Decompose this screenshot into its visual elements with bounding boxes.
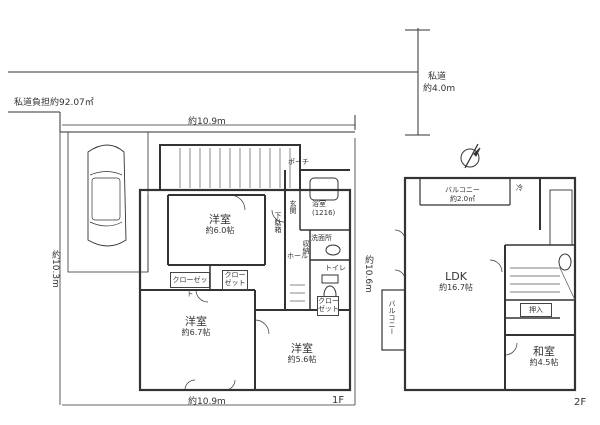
hall-label: ホール xyxy=(287,252,308,260)
room-western-3: 洋室 約5.6帖 xyxy=(278,342,326,365)
room-western-2: 洋室 約6.7帖 xyxy=(172,315,220,338)
balcony-label: バルコニー xyxy=(445,186,480,194)
bath-label: 浴室 xyxy=(312,200,326,208)
room-area: 約4.5帖 xyxy=(529,358,559,367)
porch-label: ポーチ xyxy=(288,158,309,166)
room-name: 洋室 xyxy=(291,342,313,355)
depth-right-dimension: 約10.6m xyxy=(363,255,373,293)
north-arrow-icon xyxy=(460,143,481,169)
balcony-side-label: バルコニー xyxy=(388,300,396,335)
closet-label: クローゼット xyxy=(170,272,210,298)
storage-label: 収納 xyxy=(302,240,310,254)
width-bottom-dimension: 約10.9m xyxy=(188,397,226,407)
fridge-label: 冷 xyxy=(516,184,523,192)
room-area: 約16.7帖 xyxy=(439,283,473,292)
balcony-area-label: 約2.0㎡ xyxy=(450,195,476,203)
bath-size-label: (1216) xyxy=(312,209,336,217)
wash-room-label: 洗面所 xyxy=(311,234,332,242)
floor-1-label: 1F xyxy=(332,395,345,406)
width-top-dimension: 約10.9m xyxy=(188,117,226,127)
room-area: 約5.6帖 xyxy=(287,355,317,364)
toilet-label: トイレ xyxy=(325,264,346,272)
room-area: 約6.0帖 xyxy=(205,226,235,235)
closet-oshiire-label: 押入 xyxy=(520,303,552,317)
depth-left-dimension: 約10.3m xyxy=(50,250,60,288)
room-name: 和室 xyxy=(533,345,555,358)
room-name: 洋室 xyxy=(209,213,231,226)
room-name: LDK xyxy=(445,270,467,283)
shared-road-label: 私道負担約92.07㎡ xyxy=(14,98,94,108)
room-ldk: LDK 約16.7帖 xyxy=(428,270,484,293)
private-road-label: 私道 xyxy=(428,72,447,82)
room-area: 約6.7帖 xyxy=(181,328,211,337)
room-western-1: 洋室 約6.0帖 xyxy=(198,213,242,236)
shoe-cabinet-label: 下駄箱 xyxy=(274,212,282,233)
closet-label: クロー ゼット xyxy=(222,270,248,290)
entrance-label: 玄関 xyxy=(289,200,297,214)
private-road-width: 約4.0m xyxy=(423,84,456,94)
room-japanese: 和室 約4.5帖 xyxy=(520,345,568,368)
room-name: 洋室 xyxy=(185,315,207,328)
closet-label: クロー ゼット xyxy=(317,296,339,316)
floor-2-label: 2F xyxy=(574,397,587,408)
